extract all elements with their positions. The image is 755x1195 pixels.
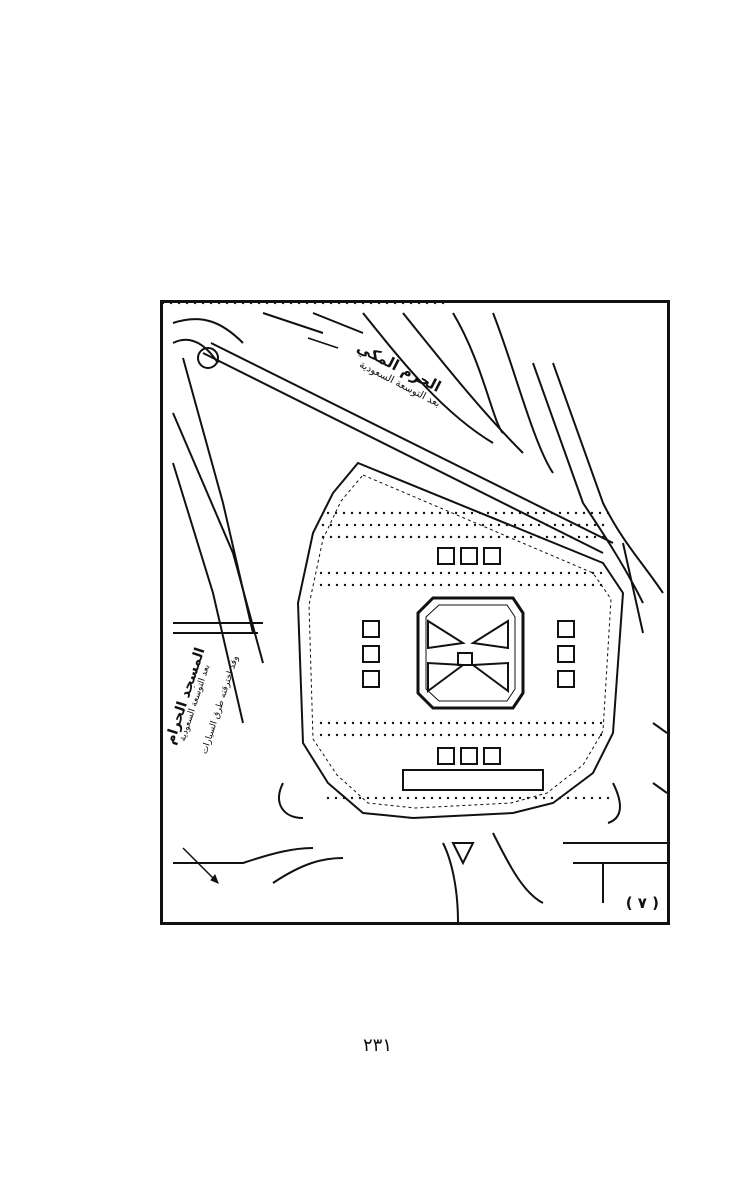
plan-drawing: [163, 303, 667, 922]
mosque-plan-figure: الحرم المكي بعد التوسعة السعودية المسجد …: [160, 300, 670, 925]
figure-number: ( ٧ ): [625, 894, 659, 912]
page-number: ٢٣١: [362, 1035, 392, 1056]
